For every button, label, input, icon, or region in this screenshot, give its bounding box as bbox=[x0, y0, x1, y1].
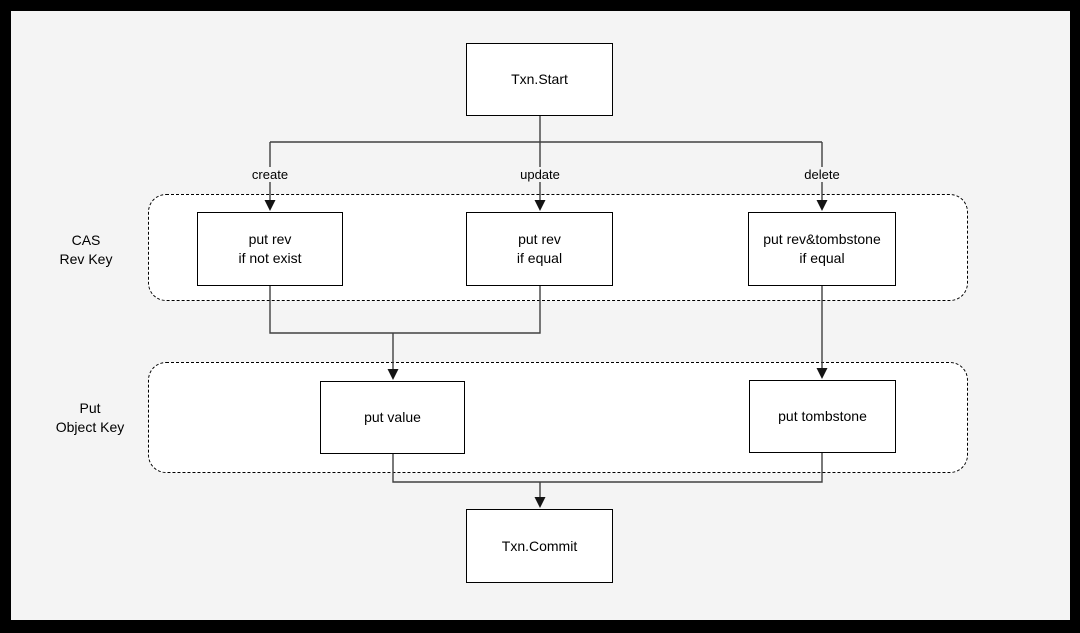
node-label: Txn.Start bbox=[511, 71, 568, 87]
group-label-put-object-key: Put Object Key bbox=[15, 399, 165, 436]
node-label-line: put rev&tombstone bbox=[763, 231, 881, 247]
node-put-value: put value bbox=[320, 381, 465, 454]
node-label-line: if equal bbox=[516, 250, 563, 266]
node-label-line: put rev bbox=[518, 231, 561, 247]
group-label-line: CAS bbox=[71, 232, 101, 248]
edge-label-update: update bbox=[516, 167, 564, 182]
node-label: put tombstone bbox=[778, 408, 867, 424]
edge-label-create: create bbox=[247, 167, 293, 182]
node-label-line: if equal bbox=[799, 250, 845, 266]
node-put-rev-if-equal: put rev if equal bbox=[466, 212, 613, 286]
node-put-rev-if-not-exist: put rev if not exist bbox=[197, 212, 343, 286]
edge-label-delete: delete bbox=[800, 167, 844, 182]
node-txn-start: Txn.Start bbox=[466, 43, 613, 116]
node-label: Txn.Commit bbox=[501, 537, 578, 554]
node-txn-commit: Txn.Commit bbox=[466, 509, 613, 583]
node-label-line: if not exist bbox=[238, 250, 302, 266]
node-put-tombstone: put tombstone bbox=[749, 380, 896, 453]
group-label-line: Object Key bbox=[55, 418, 125, 435]
group-label-line: Rev Key bbox=[59, 250, 113, 267]
group-label-cas-rev-key: CAS Rev Key bbox=[11, 231, 161, 268]
group-label-line: Put bbox=[79, 400, 101, 416]
node-put-rev-tombstone-if-equal: put rev&tombstone if equal bbox=[748, 212, 896, 286]
node-label-line: put rev bbox=[248, 231, 292, 247]
node-label: put value bbox=[364, 409, 421, 425]
